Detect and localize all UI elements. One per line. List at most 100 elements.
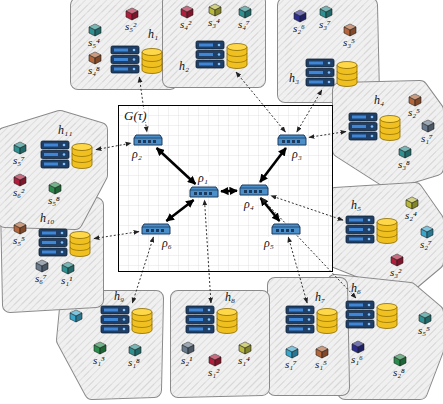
service-label: s₁⁸ [128, 357, 140, 368]
access-link [132, 237, 153, 303]
access-link [309, 132, 346, 138]
service-cube [294, 10, 306, 22]
service-label: s₄⁷ [238, 19, 250, 30]
service-cube [70, 310, 82, 322]
service-cube [352, 341, 364, 353]
host-node: h₄ [348, 112, 402, 142]
service-cube [62, 262, 74, 274]
service-cube [320, 6, 332, 18]
host-label: h₈ [225, 291, 235, 303]
service-cube [181, 6, 193, 18]
host-node: h₇ [285, 305, 339, 335]
service-cube [399, 146, 411, 158]
service-label: s₅² [125, 21, 136, 32]
service-label: s₂⁸ [393, 367, 405, 378]
service-cube [129, 344, 141, 356]
router-label: ρ₂ [131, 148, 143, 160]
host-label: h₁₀ [40, 212, 54, 224]
host-label: h₇ [315, 291, 325, 303]
service-cube [344, 24, 356, 36]
service-label: s₁⁷ [285, 359, 297, 370]
router-label: ρ₄ [243, 198, 255, 210]
service-label: s₁⁵ [315, 359, 327, 370]
service-label: s₄² [180, 19, 191, 30]
link-arrow [261, 198, 280, 221]
host-node: h₂ [195, 40, 249, 70]
service-cube [14, 174, 26, 186]
service-cube [36, 260, 48, 272]
service-cube [239, 342, 251, 354]
router-node: ρ₂ [133, 134, 163, 146]
access-link [96, 143, 131, 149]
router-node: ρ₁ [189, 186, 219, 198]
access-link [262, 198, 356, 298]
host-node: h₁₀ [38, 228, 92, 258]
router-node: ρ₆ [141, 223, 171, 235]
service-label: s₂⁷ [420, 239, 432, 250]
router-label: ρ₁ [197, 172, 209, 184]
service-cube [394, 354, 406, 366]
router-label: ρ₃ [291, 148, 303, 160]
service-label: s₁⁴ [238, 355, 250, 366]
network-graph: G(τ) ρ₂ ρ₃ ρ₁ ρ₄ ρ₆ ρ₅ [118, 105, 333, 272]
host-label: h₃ [289, 72, 299, 84]
service-cube [14, 142, 26, 154]
service-cube [316, 346, 328, 358]
access-link [94, 232, 139, 239]
service-label: s₁⁶ [351, 354, 363, 365]
link-arrow [221, 189, 237, 192]
service-cube [89, 52, 101, 64]
host-label: h₁₁ [58, 124, 72, 136]
host-label: h₄ [374, 94, 384, 106]
link-arrow [157, 148, 196, 184]
graph-title: G(τ) [123, 109, 148, 122]
router-node: ρ₅ [271, 223, 301, 235]
link-arrow [166, 200, 193, 221]
service-cube [182, 342, 194, 354]
access-link [236, 72, 285, 132]
service-label: s₃² [390, 267, 401, 278]
host-node: h₆ [345, 300, 399, 330]
service-cube [391, 254, 403, 266]
host-node: h₁ [110, 45, 164, 75]
host-node: h₉ [100, 305, 154, 335]
service-label: s₁² [208, 367, 219, 378]
service-label: s₁⁷ [421, 133, 433, 144]
host-label: h₅ [351, 199, 361, 211]
service-cube [209, 354, 221, 366]
service-label: s₆² [13, 187, 24, 198]
host-node: h₁₁ [40, 140, 94, 170]
service-label: s₆⁷ [35, 273, 47, 284]
service-cube [409, 94, 421, 106]
service-cube [421, 226, 433, 238]
service-label: s₅⁴ [88, 37, 100, 48]
service-label: s₂⁴ [405, 210, 417, 221]
service-label: s₂¹ [181, 355, 192, 366]
access-link [205, 200, 211, 303]
router-node: ρ₄ [239, 184, 269, 196]
service-cube [419, 312, 431, 324]
service-label: s₂⁵ [408, 107, 420, 118]
service-label: s₃⁸ [398, 159, 410, 170]
access-link [297, 90, 322, 132]
service-label: s₃⁷ [319, 19, 331, 30]
host-node: h₅ [345, 215, 399, 245]
service-label: s₅⁵ [13, 235, 25, 246]
service-label: s₃⁴ [208, 17, 220, 28]
router-label: ρ₅ [263, 237, 275, 249]
service-label: s₄⁸ [88, 65, 100, 76]
service-cube [94, 342, 106, 354]
router-node: ρ₃ [277, 134, 307, 146]
host-label: h₁ [148, 28, 158, 40]
host-label: h₉ [114, 290, 124, 302]
host-node: h₃ [305, 58, 359, 88]
service-cube [49, 182, 61, 194]
service-cube [406, 197, 418, 209]
host-label: h₆ [351, 282, 361, 294]
access-link [288, 237, 307, 303]
service-label: s₃⁵ [343, 37, 355, 48]
service-label: s₂⁶ [293, 23, 305, 34]
service-cube [422, 120, 434, 132]
service-cube [89, 24, 101, 36]
link-arrow [260, 148, 286, 182]
